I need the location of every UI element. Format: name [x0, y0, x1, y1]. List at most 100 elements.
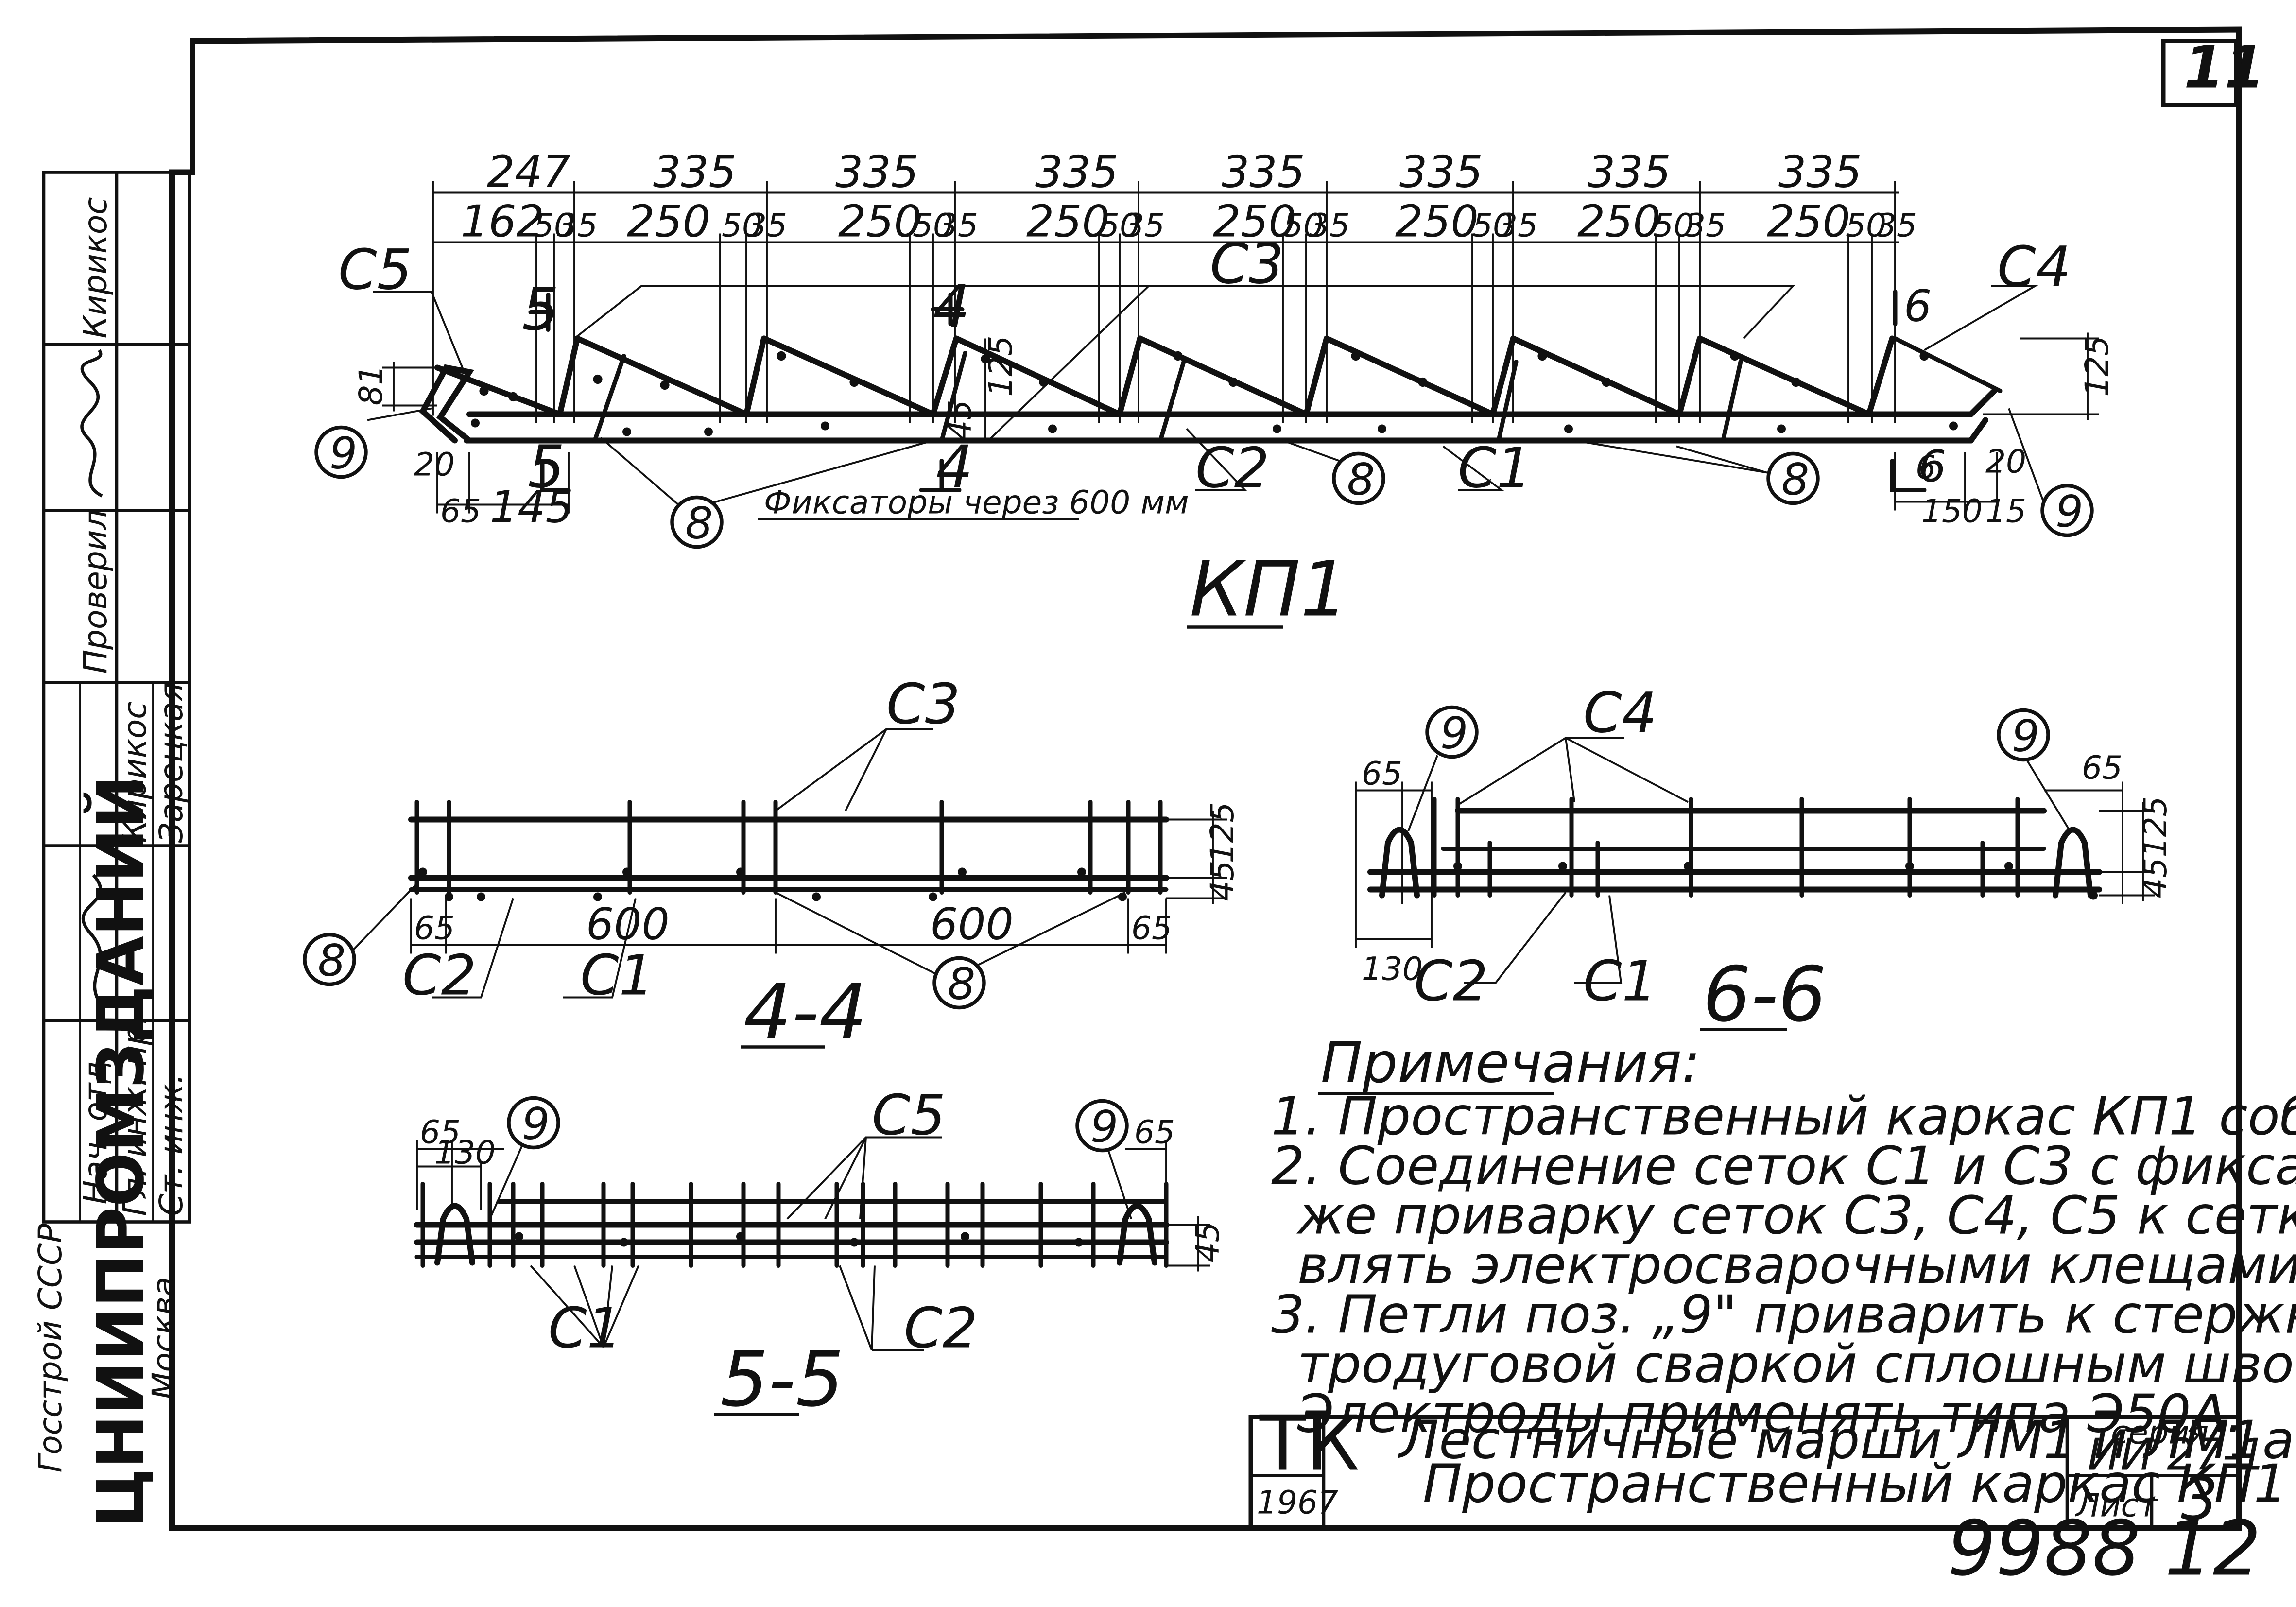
- label-c4-main: С4: [1997, 235, 2071, 299]
- dim-2-50-2: 50: [722, 207, 762, 244]
- pos-9-left: 9: [329, 428, 357, 479]
- org-city: Москва: [145, 1277, 183, 1400]
- pos-8-right: 8: [1781, 454, 1809, 505]
- section-mark-4-top: 4: [933, 274, 970, 341]
- s66-dim-45: 45: [2137, 858, 2174, 899]
- s55-pos-9-right: 9: [1090, 1102, 1118, 1153]
- s66-dim-65-left: 65: [1362, 755, 1402, 793]
- s44-label-c1: С1: [580, 943, 654, 1008]
- dim-right-20: 20: [1985, 443, 2026, 481]
- archive-number: 9988 12: [1948, 1504, 2261, 1593]
- s66-dim-65-right: 65: [2082, 749, 2123, 787]
- signature-1: [80, 349, 103, 498]
- s55-label-c2: С2: [904, 1296, 978, 1361]
- s44-label-c3: С3: [886, 672, 960, 737]
- label-c3-main: С3: [1210, 232, 1284, 296]
- dim-2-35-4: 35: [1124, 207, 1165, 244]
- s44-label-c2: С2: [402, 943, 476, 1008]
- dim-top-335-1: 335: [653, 147, 737, 198]
- dim-right-125: 125: [2078, 336, 2116, 397]
- stamp-column: Кирикос Проверил Кирикос Зарецкая Нач. о…: [32, 171, 191, 1528]
- stamp-name-zaretskaya: Зарецкая: [153, 682, 190, 843]
- dim-top-335-7: 335: [1778, 147, 1862, 198]
- note-line-2: 2. Соединение сеток С1 и С3 с фиксаторам…: [1271, 1136, 2296, 1197]
- stamp-role-senior-eng: Ст. инж.: [153, 1074, 190, 1216]
- sheet-frame: 11: [169, 26, 2265, 1531]
- dim-2-50-6: 50: [1472, 207, 1513, 244]
- note-line-3: же приварку сеток С3, С4, С5 к сеткам С1…: [1296, 1186, 2296, 1246]
- dim-2-50-8: 50: [1846, 207, 1886, 244]
- dim-2-50-1: 50: [534, 207, 574, 244]
- pos-8-left: 8: [685, 498, 713, 549]
- s55-label-c1: С1: [548, 1296, 622, 1361]
- stamp-role-checked: Проверил: [77, 509, 114, 674]
- dim-2-250-7: 250: [1767, 196, 1850, 247]
- section-mark-6-bottom: 6: [1918, 441, 1946, 492]
- s44-pos-8-left: 8: [318, 935, 345, 986]
- dim-top-335-5: 335: [1399, 147, 1483, 198]
- s66-pos-9-right: 9: [2012, 711, 2039, 762]
- tb-title-2: Пространственный каркас КП1: [1423, 1454, 2287, 1515]
- dim-2-35-2: 35: [746, 207, 787, 244]
- s55-dim-65-right: 65: [1134, 1114, 1175, 1151]
- note-line-6: тродуговой сваркой сплошным швом ℓ = 150…: [1297, 1334, 2296, 1395]
- section-4-4: 125 45 65 600 600 65 С3 С2 С1 8 8 4-4: [303, 672, 1241, 1056]
- dim-right-150: 150: [1921, 493, 1983, 530]
- dim-mid-45: 45: [941, 400, 979, 441]
- dim-2-250-5: 250: [1395, 196, 1479, 247]
- s44-dim-600-right: 600: [930, 899, 1014, 950]
- stamp-name-kirikos: Кирикос: [116, 701, 154, 843]
- dim-top-335-4: 335: [1222, 147, 1305, 198]
- sheet-number: 11: [2184, 35, 2265, 102]
- dim-left-81: 81: [352, 365, 390, 406]
- dim-top-335-2: 335: [835, 147, 919, 198]
- fixators-note: Фиксаторы через 600 мм: [764, 484, 1189, 521]
- section-6-6-title: 6-6: [1703, 950, 1827, 1039]
- section-mark-5-bottom: 5: [528, 434, 565, 501]
- main-view-kp1: 247 335 335 335 335 335 335 335 162 50 3…: [314, 147, 2116, 634]
- section-5-5: 65 130 65 45 С5 С1 С2 9 9 5-5: [414, 1083, 1226, 1424]
- pos-8-mid: 8: [1347, 454, 1375, 505]
- section-6-6: 65 130 65 125 45 С4 С2 С1 9 9 6-6: [1355, 681, 2174, 1039]
- s44-dim-125: 125: [1204, 802, 1241, 864]
- dim-2-250-1: 250: [627, 196, 710, 247]
- dim-2-35-6: 35: [1497, 207, 1538, 244]
- tb-tk: ТК: [1259, 1400, 1360, 1488]
- dim-2-35-1: 35: [557, 207, 598, 244]
- note-line-7: Электроды применять типа Э50А.: [1297, 1384, 2244, 1445]
- s66-dim-125: 125: [2137, 796, 2174, 858]
- label-c5-main: С5: [338, 238, 412, 302]
- s55-dim-45: 45: [1189, 1222, 1226, 1263]
- dim-2-50-4: 50: [1099, 207, 1140, 244]
- dim-2-250-2: 250: [838, 196, 922, 247]
- dim-left-20: 20: [414, 446, 455, 484]
- tb-sheet-label: Лист: [2075, 1487, 2158, 1524]
- note-line-1: 1. Пространственный каркас КП1 собираетс…: [1271, 1087, 2296, 1147]
- dim-2-50-5: 50: [1283, 207, 1324, 244]
- s44-dim-65-right: 65: [1131, 910, 1172, 947]
- note-line-4: влять электросварочными клещами.: [1297, 1235, 2296, 1296]
- dim-right-6: 6: [1916, 449, 1936, 486]
- dim-2-162: 162: [461, 196, 544, 247]
- stamp-role-chief-eng: Гл. инж. пр.: [116, 1015, 154, 1216]
- stamp-role-head: Нач. отд.: [77, 1051, 114, 1204]
- org-name: ЦНИИПРОМЗДАНИЙ: [83, 775, 158, 1528]
- dim-mid-125: 125: [982, 336, 1019, 397]
- section-4-4-title: 4-4: [743, 968, 867, 1056]
- s66-dim-130: 130: [1362, 950, 1423, 988]
- stamp-name-kirikos-top: Кирикос: [77, 197, 114, 338]
- s44-dim-65-left: 65: [414, 910, 455, 947]
- tb-sheet-value: 3: [2181, 1466, 2218, 1534]
- dim-2-35-7: 35: [1685, 207, 1726, 244]
- main-view-title: КП1: [1190, 545, 1348, 634]
- pos-9-right: 9: [2055, 486, 2083, 537]
- org-gosstroy: Госстрой СССР: [32, 1224, 69, 1473]
- dim-left-65: 65: [440, 493, 481, 530]
- dim-2-250-3: 250: [1026, 196, 1110, 247]
- section-mark-5-top: 5: [522, 276, 559, 344]
- s66-label-c4: С4: [1583, 681, 1657, 745]
- dim-2-35-3: 35: [937, 207, 978, 244]
- dim-2-50-7: 50: [1653, 207, 1694, 244]
- notes-heading: Примечания:: [1321, 1031, 1700, 1095]
